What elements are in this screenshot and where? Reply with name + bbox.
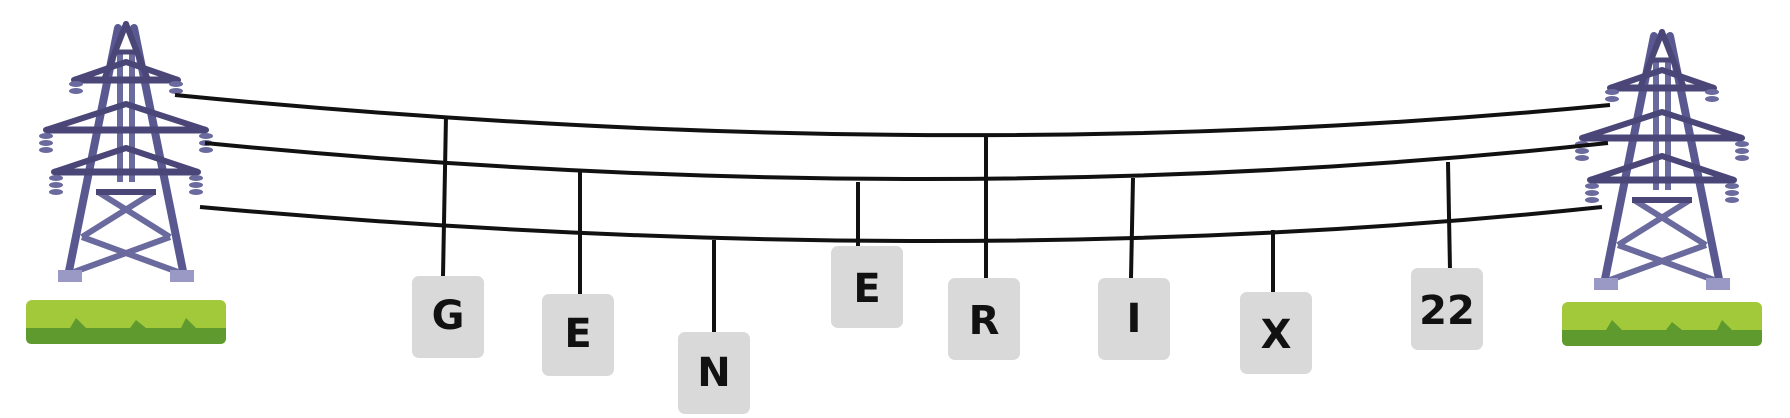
tile-label: I [1127, 296, 1142, 342]
tile-label: E [853, 266, 880, 312]
grass-base-icon [1562, 302, 1762, 346]
letter-tile: E [542, 294, 614, 376]
tile-label: R [969, 298, 1000, 344]
grass-base-icon [26, 300, 226, 344]
power-pylon-icon [39, 24, 213, 282]
tile-label: 22 [1419, 288, 1475, 334]
power-wire-middle [204, 141, 1609, 181]
letter-tile: N [678, 332, 750, 414]
tile-string [1129, 177, 1135, 279]
letter-tile: 22 [1411, 268, 1483, 350]
letter-tile: E [831, 246, 903, 328]
tile-label: E [564, 311, 591, 357]
tile-string [1446, 161, 1452, 271]
tile-label: X [1261, 312, 1292, 358]
letter-tile: R [948, 278, 1020, 360]
power-wire-top [174, 93, 1611, 138]
letter-tile: I [1098, 278, 1170, 360]
letter-tile: X [1240, 292, 1312, 374]
power-wire-bottom [199, 205, 1603, 243]
letter-tile: G [412, 276, 484, 358]
tile-label: G [432, 293, 465, 339]
power-pylon-icon [1575, 32, 1749, 290]
tile-label: N [697, 350, 730, 396]
tile-string [441, 115, 448, 277]
